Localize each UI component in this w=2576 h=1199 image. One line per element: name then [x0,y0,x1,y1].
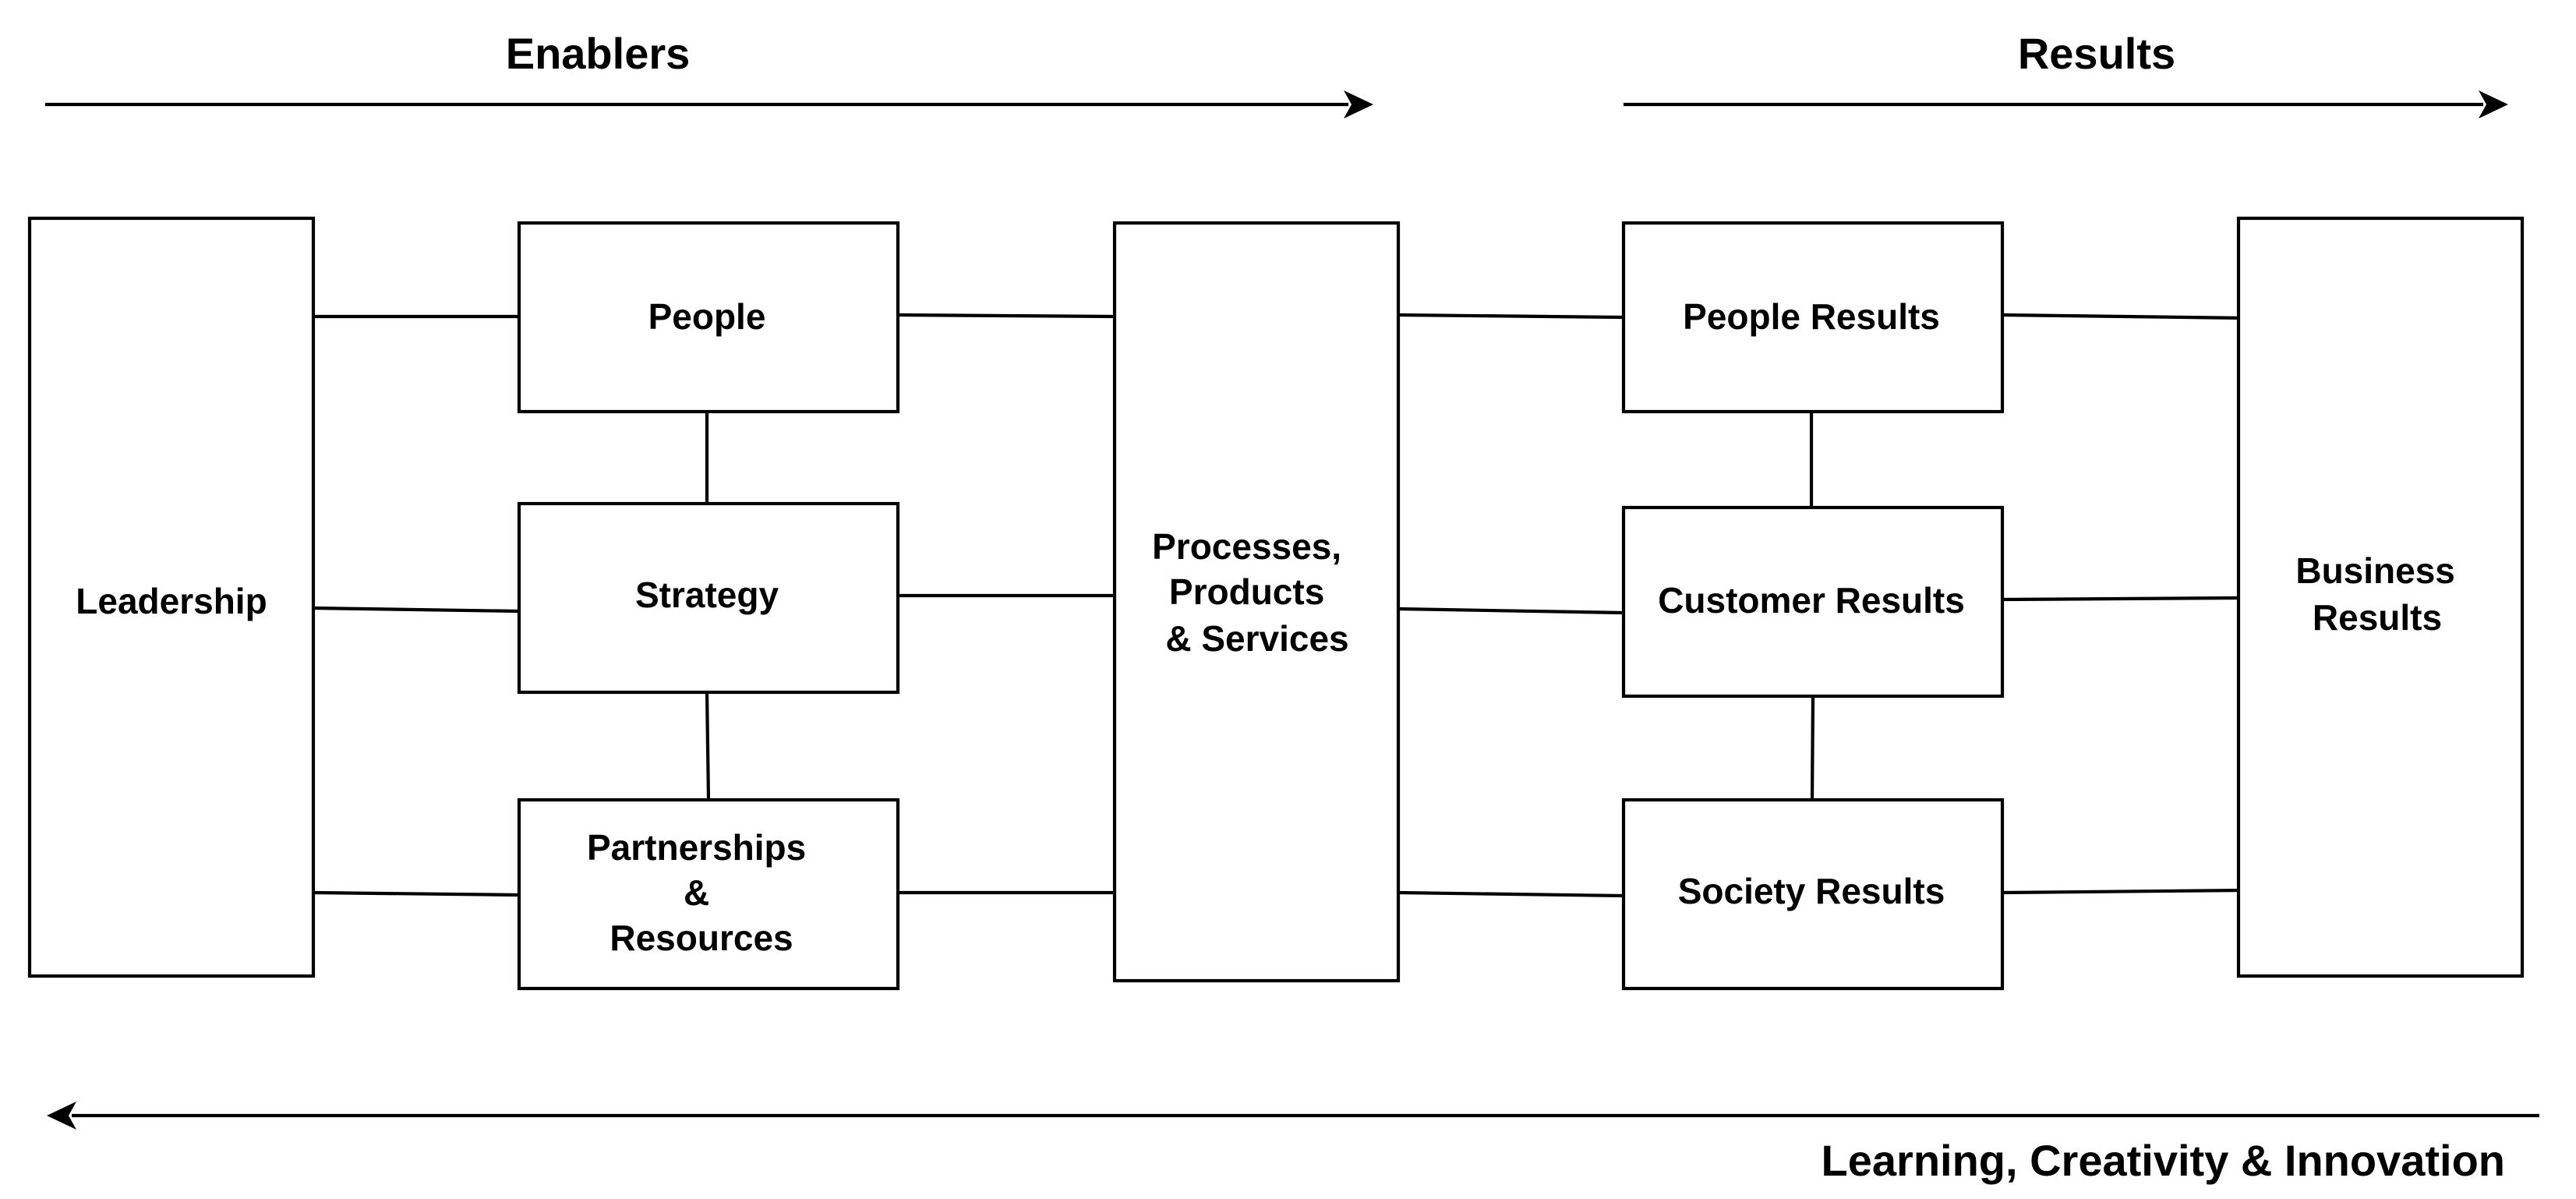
connector-leadership-strategy [313,606,520,614]
box-partnerships-resources: Partnerships & Resources [517,798,900,991]
box-leadership: Leadership [27,216,316,978]
box-people: People [517,221,900,414]
connector-society-results-business [2002,888,2246,895]
box-society-results: Society Results [1621,798,2005,991]
connector-processes-people-results [1398,313,1624,320]
box-people-results: People Results [1621,221,2005,414]
connector-processes-customer-results [1398,607,1624,615]
connector-strategy-partnerships [705,691,711,801]
box-strategy: Strategy [517,501,900,695]
box-label-society-results: Society Results [1678,871,1945,911]
box-label-customer-results: Customer Results [1658,580,1965,621]
box-label-people-results: People Results [1683,296,1940,337]
enablers-arrow [45,90,1373,118]
box-label-leadership: Leadership [76,581,267,621]
learning-arrow [47,1102,2539,1130]
connector-people-processes [897,313,1115,319]
box-label-strategy: Strategy [635,575,779,615]
connector-customer-society-results [1810,695,1815,801]
results-arrow [1624,90,2508,118]
connector-customer-results-business [2002,596,2239,602]
connectors [313,313,2246,898]
box-label-processes: Processes, Products & Services [1152,526,1352,659]
box-business-results: Business Results [2236,216,2525,978]
connector-people-results-business [2002,313,2246,320]
enablers-header: Enablers [506,29,691,78]
box-label-business-results: Business Results [2295,550,2465,638]
box-processes-products-services: Processes, Products & Services [1112,221,1401,983]
box-label-partnerships: Partnerships & Resources [587,827,816,958]
connector-leadership-partnerships [313,890,520,897]
box-label-people: People [648,296,766,337]
connector-processes-society-results [1398,890,1624,898]
learning-creativity-innovation-label: Learning, Creativity & Innovation [1822,1136,2505,1185]
box-customer-results: Customer Results [1621,505,2005,699]
results-header: Results [2018,29,2175,78]
